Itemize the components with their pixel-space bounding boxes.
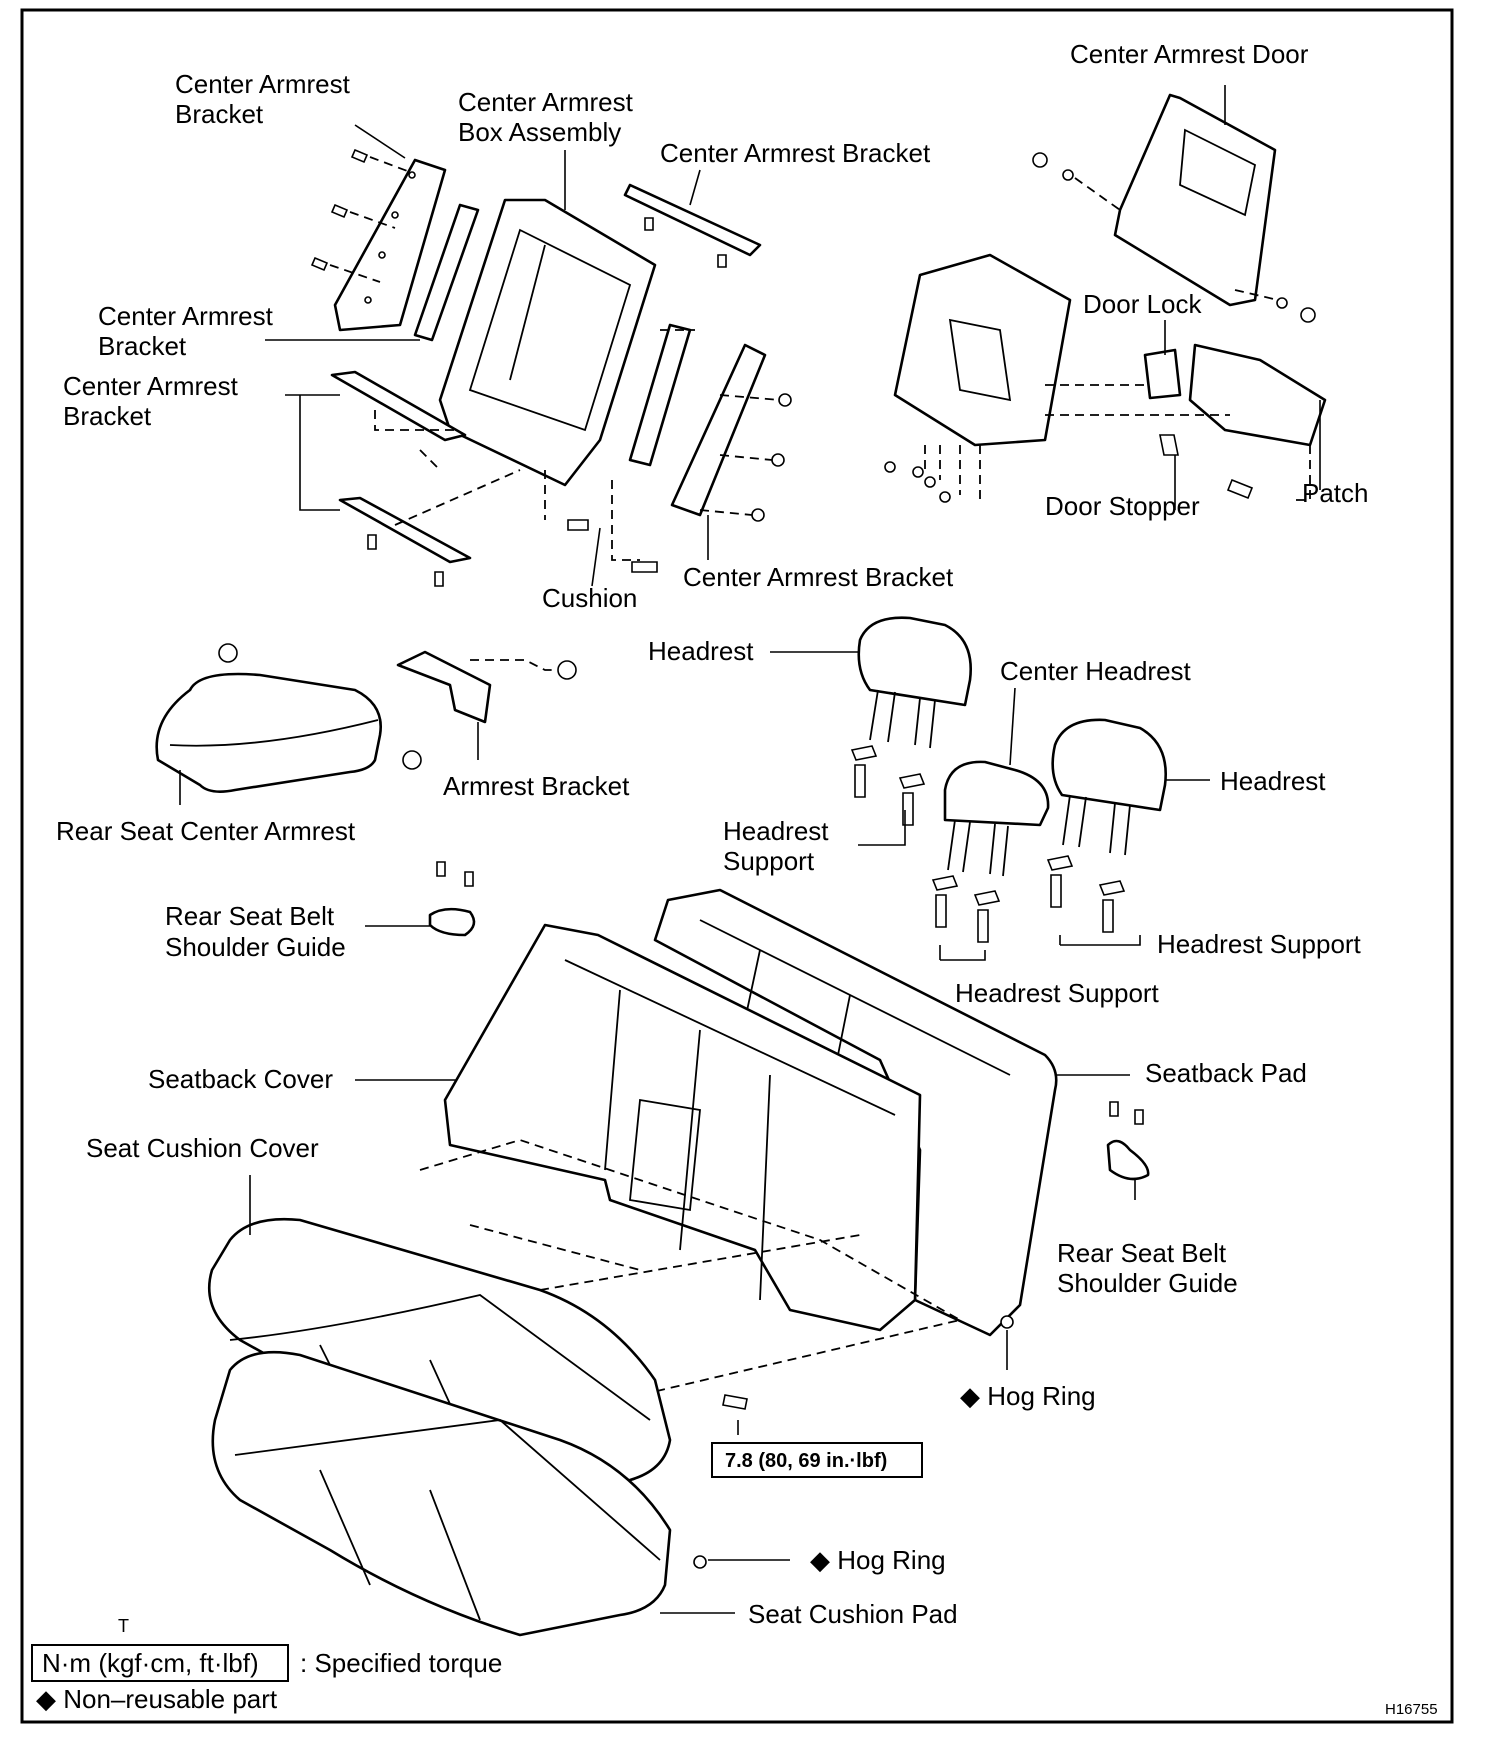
hog-ring-lower-label: ◆ Hog Ring xyxy=(810,1545,946,1575)
legend-torque-units: N·m (kgf·cm, ft·lbf) xyxy=(42,1648,259,1678)
center-armrest-bracket-left-part xyxy=(333,158,480,342)
headrest-left-part xyxy=(857,616,972,749)
legend-t-marker: T xyxy=(118,1616,129,1636)
patch-label: Patch xyxy=(1302,478,1369,508)
headrest-support-center-label: Headrest Support xyxy=(955,978,1160,1008)
headrest-support-right-label: Headrest Support xyxy=(1157,929,1362,959)
cushion-part xyxy=(567,519,658,573)
torque-spec-value: 7.8 (80, 69 in.·lbf) xyxy=(725,1450,887,1472)
legend: T N·m (kgf·cm, ft·lbf) : Specified torqu… xyxy=(31,1616,502,1714)
door-lock-label: Door Lock xyxy=(1083,289,1202,319)
hog-ring-upper-label: ◆ Hog Ring xyxy=(960,1381,1096,1411)
seatback-pad-label: Seatback Pad xyxy=(1145,1058,1307,1088)
rear-seat-belt-shoulder-guide-right-part xyxy=(1106,1101,1150,1181)
center-armrest-bracket-top-label: Center Armrest Bracket xyxy=(660,138,931,168)
legend-torque-desc: : Specified torque xyxy=(300,1648,502,1678)
center-armrest-box-assembly-label: Center Armrest Box Assembly xyxy=(458,87,640,147)
armrest-bracket-part xyxy=(396,650,577,724)
door-stopper-label: Door Stopper xyxy=(1045,491,1200,521)
center-armrest-bracket-label-1: Center Armrest Bracket xyxy=(175,69,357,129)
center-armrest-bracket-right-label: Center Armrest Bracket xyxy=(683,562,954,592)
door-lock-part xyxy=(1045,343,1327,501)
legend-torque-box xyxy=(31,1644,289,1682)
headrest-right-label: Headrest xyxy=(1220,766,1326,796)
hog-ring-upper-icon xyxy=(1000,1315,1014,1329)
hog-ring-lower-icon xyxy=(693,1555,707,1569)
door-lock-housing-part xyxy=(893,253,1072,447)
center-armrest-door-part xyxy=(1032,93,1316,323)
armrest-bracket-label: Armrest Bracket xyxy=(443,771,630,801)
seat-cushion-pad-part xyxy=(211,1350,672,1637)
rear-seat-belt-shoulder-guide-left-part xyxy=(428,861,476,937)
seatback-cover-part xyxy=(443,923,922,1332)
headrest-support-left-label: Headrest Support xyxy=(723,816,836,876)
diagram-frame xyxy=(20,8,1454,1724)
center-armrest-bracket-lower-parts xyxy=(330,370,546,587)
center-armrest-door-label: Center Armrest Door xyxy=(1070,39,1309,69)
cushion-label: Cushion xyxy=(542,583,637,613)
torque-spec-box xyxy=(711,1442,923,1478)
headrest-support-parts xyxy=(850,745,1126,943)
center-armrest-box-assembly-part xyxy=(438,198,657,487)
center-armrest-bracket-top-part xyxy=(623,183,762,268)
seatback-dashed-links xyxy=(419,1139,963,1396)
center-headrest-label: Center Headrest xyxy=(1000,656,1192,686)
leader-lines xyxy=(179,85,1321,1614)
center-armrest-bracket-label-3: Center Armrest Bracket xyxy=(63,371,245,431)
door-stopper-part xyxy=(1159,434,1254,500)
door-screws xyxy=(884,445,981,503)
center-armrest-bracket-right-part xyxy=(611,323,792,561)
headrest-right-part xyxy=(1051,718,1167,856)
legend-nonreusable: ◆ Non–reusable part xyxy=(36,1684,278,1714)
rear-seat-belt-shoulder-guide-right-label: Rear Seat Belt Shoulder Guide xyxy=(1057,1238,1238,1298)
headrest-left-label: Headrest xyxy=(648,636,754,666)
center-headrest-part xyxy=(943,760,1050,877)
seatback-cover-label: Seatback Cover xyxy=(148,1064,333,1094)
seat-cushion-cover-label: Seat Cushion Cover xyxy=(86,1133,319,1163)
seat-cushion-pad-label: Seat Cushion Pad xyxy=(748,1599,958,1629)
center-armrest-bracket-label-2: Center Armrest Bracket xyxy=(98,301,280,361)
rear-seat-center-armrest-part xyxy=(155,643,422,793)
rear-seat-belt-shoulder-guide-left-label: Rear Seat Belt Shoulder Guide xyxy=(165,901,346,962)
rear-seat-center-armrest-label: Rear Seat Center Armrest xyxy=(56,816,356,846)
bolt-icons-left xyxy=(310,148,411,283)
torque-bolt xyxy=(722,1394,748,1410)
figure-code: H16755 xyxy=(1385,1701,1438,1718)
